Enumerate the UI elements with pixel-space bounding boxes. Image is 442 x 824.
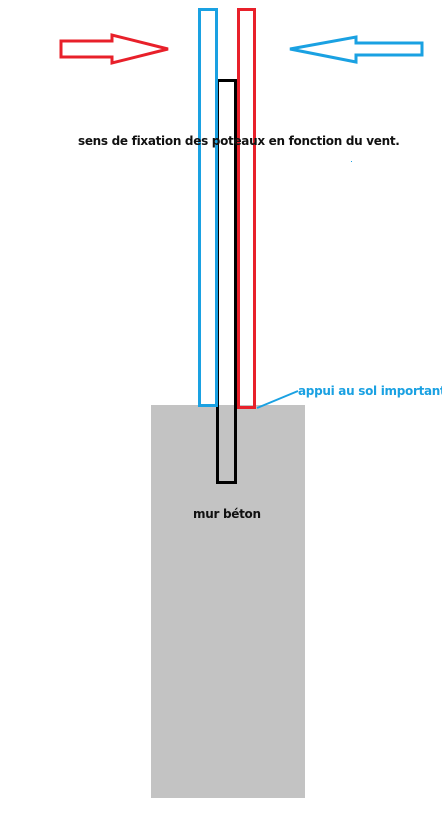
diagram-caption: sens de fixation des poteaux en fonction…	[78, 134, 400, 148]
blue-post	[198, 8, 218, 407]
stray-dot	[351, 161, 352, 162]
concrete-wall	[151, 405, 305, 798]
ground-support-label: appui au sol important	[298, 384, 442, 398]
red-post	[237, 8, 256, 409]
concrete-wall-label: mur béton	[193, 507, 261, 521]
arrow-left-icon	[289, 35, 424, 64]
support-pointer-line	[256, 390, 299, 409]
arrow-right-icon	[59, 33, 169, 65]
